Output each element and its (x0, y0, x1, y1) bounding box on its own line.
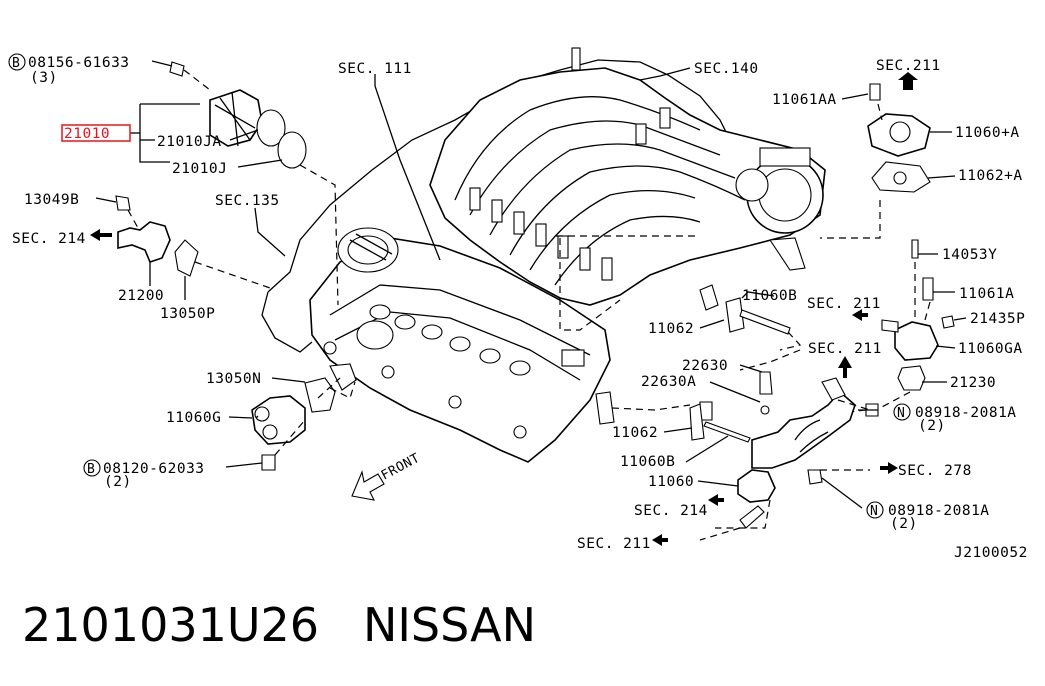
part-label-08120-62033[interactable]: 08120-62033 (103, 461, 205, 477)
part-label-22630[interactable]: 22630 (682, 358, 728, 374)
part-label-22630A[interactable]: 22630A (641, 374, 696, 390)
section-label-sec214-bottom[interactable]: SEC. 214 (634, 503, 708, 519)
water-outlet-lower-left (251, 363, 357, 471)
svg-text:N: N (897, 406, 905, 421)
part-label-11062A[interactable]: 11062+A (958, 168, 1023, 184)
diagram-reference-code: J2100052 (954, 545, 1028, 561)
part-qty-08156: (3) (30, 70, 58, 86)
part-label-21010JA[interactable]: 21010JA (157, 134, 222, 150)
part-label-08918-2081A-upper[interactable]: 08918-2081A (915, 405, 1017, 421)
part-label-11060[interactable]: 11060 (648, 474, 694, 490)
part-highlight-box (61, 124, 131, 142)
badge-n-1: N (893, 403, 911, 421)
intake-manifold (429, 47, 826, 306)
svg-text:N: N (870, 504, 878, 519)
part-label-11061AA[interactable]: 11061AA (772, 92, 837, 108)
engine-cover-lower (261, 291, 313, 353)
part-label-13050P[interactable]: 13050P (160, 306, 215, 322)
water-pipe-assembly (595, 349, 898, 546)
part-qty-08918-lower: (2) (890, 516, 918, 532)
part-label-21200[interactable]: 21200 (118, 288, 164, 304)
leader-lines (95, 60, 967, 509)
part-label-14053Y[interactable]: 14053Y (942, 247, 997, 263)
section-label-sec211-right[interactable]: SEC. 211 (807, 296, 881, 312)
section-label-sec111[interactable]: SEC. 111 (338, 61, 412, 77)
section-label-sec140[interactable]: SEC.140 (694, 61, 759, 77)
section-label-sec278[interactable]: SEC. 278 (898, 463, 972, 479)
section-label-sec211-bottom[interactable]: SEC. 211 (577, 536, 651, 552)
part-qty-08120: (2) (104, 474, 132, 490)
badge-b-2: B (83, 459, 101, 477)
water-outlet-assembly (169, 61, 339, 306)
part-label-11060G[interactable]: 11060G (166, 410, 221, 426)
section-label-sec211-mid[interactable]: SEC. 211 (808, 341, 882, 357)
part-label-13050N[interactable]: 13050N (206, 371, 261, 387)
svg-text:B: B (12, 56, 20, 71)
footer-brand: NISSAN (362, 598, 537, 652)
part-label-11060A[interactable]: 11060+A (955, 125, 1020, 141)
part-label-21435P[interactable]: 21435P (970, 311, 1025, 327)
thermostat-housing-right (849, 239, 955, 413)
part-label-11060B-top[interactable]: 11060B (742, 288, 797, 304)
part-label-11060GA[interactable]: 11060GA (958, 341, 1023, 357)
part-label-08156-61633[interactable]: 08156-61633 (28, 55, 130, 71)
part-label-21230[interactable]: 21230 (950, 375, 996, 391)
part-label-11062-bottom[interactable]: 11062 (612, 425, 658, 441)
badge-b-1: B (8, 53, 26, 71)
footer-part-number: 2101031U26 (22, 598, 320, 652)
part-label-11060B-bottom[interactable]: 11060B (620, 454, 675, 470)
part-label-21010[interactable]: 21010 (64, 126, 110, 142)
front-direction-indicator: FRONT (351, 451, 423, 501)
badge-n-2: N (866, 501, 884, 519)
engine-parts-diagram: FRONT B B N N 08156-61633 (3) 21010 2101… (8, 47, 1028, 561)
section-label-sec135[interactable]: SEC.135 (215, 193, 280, 209)
front-label: FRONT (379, 451, 423, 484)
arrow-sec214-left (90, 229, 112, 241)
section-label-sec211-top[interactable]: SEC.211 (876, 58, 941, 74)
water-inlet-assembly (115, 195, 271, 289)
part-qty-08918-upper: (2) (918, 418, 946, 434)
footer-part-info: 2101031U26 NISSAN (22, 598, 536, 652)
gasket-upper-right (556, 235, 802, 351)
part-label-21010J[interactable]: 21010J (172, 161, 227, 177)
section-label-sec214-left[interactable]: SEC. 214 (12, 231, 86, 247)
part-label-11061A[interactable]: 11061A (959, 286, 1014, 302)
part-label-08918-2081A-lower[interactable]: 08918-2081A (888, 503, 990, 519)
thermostat-housing-upper (820, 72, 931, 239)
part-label-11062-top[interactable]: 11062 (648, 321, 694, 337)
valve-cover (309, 227, 611, 463)
svg-text:B: B (87, 462, 95, 477)
part-label-13049B[interactable]: 13049B (24, 192, 79, 208)
